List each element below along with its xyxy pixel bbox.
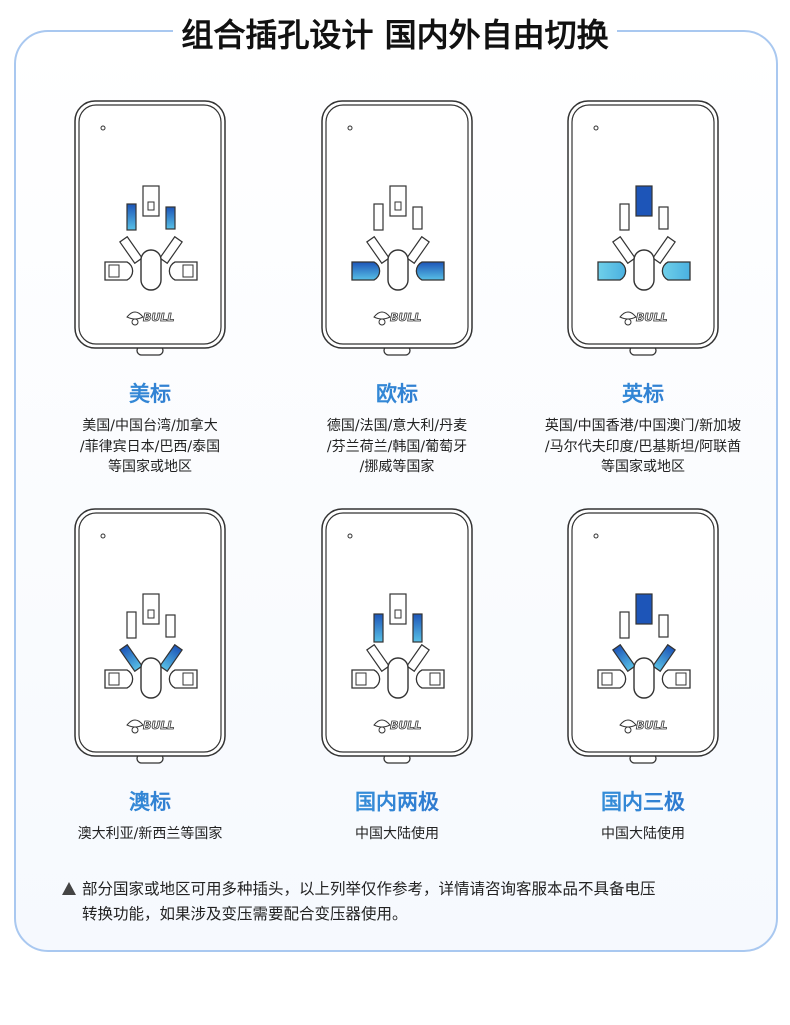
country-list: 英国/中国香港/中国澳门/新加坡/马尔代夫印度/巴基斯坦/阿联酋等国家或地区 — [520, 416, 766, 478]
bull-logo: BULL — [619, 311, 668, 326]
country-line: 中国大陆使用 — [355, 826, 439, 842]
country-list: 中国大陆使用 — [274, 824, 520, 845]
country-line: 美国/中国台湾/加拿大 — [82, 418, 218, 434]
country-list: 澳大利亚/新西兰等国家 — [27, 824, 273, 845]
plug-standard-card: BULL 国内三极中国大陆使用 — [520, 506, 766, 845]
standard-label: 澳标 — [27, 786, 273, 816]
title-text: 组合插孔设计 国内外自由切换 — [173, 16, 617, 54]
country-line: 等国家或地区 — [108, 459, 192, 475]
note-line-2: 转换功能，如果涉及变压需要配合变压器使用。 — [82, 905, 408, 923]
warning-icon — [62, 882, 76, 895]
country-line: 英国/中国香港/中国澳门/新加坡 — [544, 418, 742, 434]
country-line: /挪威等国家 — [359, 459, 435, 475]
disclaimer-note: 部分国家或地区可用多种插头，以上列举仅作参考，详情请咨询客服本品不具备电压 转换… — [62, 877, 762, 927]
note-line-1: 部分国家或地区可用多种插头，以上列举仅作参考，详情请咨询客服本品不具备电压 — [82, 880, 656, 898]
country-list: 德国/法国/意大利/丹麦/芬兰荷兰/韩国/葡萄牙/挪威等国家 — [274, 416, 520, 478]
adapter-illustration: BULL — [567, 100, 719, 356]
bull-logo: BULL — [373, 719, 422, 734]
standard-label: 美标 — [27, 378, 273, 408]
plug-standard-card: BULL 国内两极中国大陆使用 — [274, 506, 520, 845]
svg-text:BULL: BULL — [636, 311, 667, 324]
standard-label: 国内两极 — [274, 786, 520, 816]
svg-text:BULL: BULL — [390, 719, 421, 732]
adapter-illustration: BULL — [321, 100, 473, 356]
svg-text:BULL: BULL — [390, 311, 421, 324]
svg-text:BULL: BULL — [636, 719, 667, 732]
plug-standard-card: BULL 英标英国/中国香港/中国澳门/新加坡/马尔代夫印度/巴基斯坦/阿联酋等国… — [520, 98, 766, 478]
country-list: 美国/中国台湾/加拿大/菲律宾日本/巴西/泰国等国家或地区 — [27, 416, 273, 478]
bull-logo: BULL — [126, 719, 175, 734]
country-line: 澳大利亚/新西兰等国家 — [77, 826, 223, 842]
svg-text:BULL: BULL — [143, 311, 174, 324]
bull-logo: BULL — [619, 719, 668, 734]
country-line: /马尔代夫印度/巴基斯坦/阿联酋 — [544, 438, 742, 455]
page-title: 组合插孔设计 国内外自由切换 — [0, 10, 790, 56]
standard-label: 英标 — [520, 378, 766, 408]
adapter-illustration: BULL — [74, 508, 226, 764]
adapter-illustration: BULL — [321, 508, 473, 764]
country-line: /芬兰荷兰/韩国/葡萄牙 — [326, 438, 468, 455]
standard-label: 欧标 — [274, 378, 520, 408]
country-line: /菲律宾日本/巴西/泰国 — [79, 438, 221, 455]
plug-standard-card: BULL 美标美国/中国台湾/加拿大/菲律宾日本/巴西/泰国等国家或地区 — [27, 98, 273, 478]
country-line: 中国大陆使用 — [601, 826, 685, 842]
country-line: 等国家或地区 — [601, 459, 685, 475]
bull-logo: BULL — [373, 311, 422, 326]
svg-text:BULL: BULL — [143, 719, 174, 732]
adapter-illustration: BULL — [74, 100, 226, 356]
plug-standard-card: BULL 欧标德国/法国/意大利/丹麦/芬兰荷兰/韩国/葡萄牙/挪威等国家 — [274, 98, 520, 478]
plug-standard-card: BULL 澳标澳大利亚/新西兰等国家 — [27, 506, 273, 845]
bull-logo: BULL — [126, 311, 175, 326]
country-line: 德国/法国/意大利/丹麦 — [326, 418, 468, 434]
country-list: 中国大陆使用 — [520, 824, 766, 845]
standard-label: 国内三极 — [520, 786, 766, 816]
adapter-illustration: BULL — [567, 508, 719, 764]
